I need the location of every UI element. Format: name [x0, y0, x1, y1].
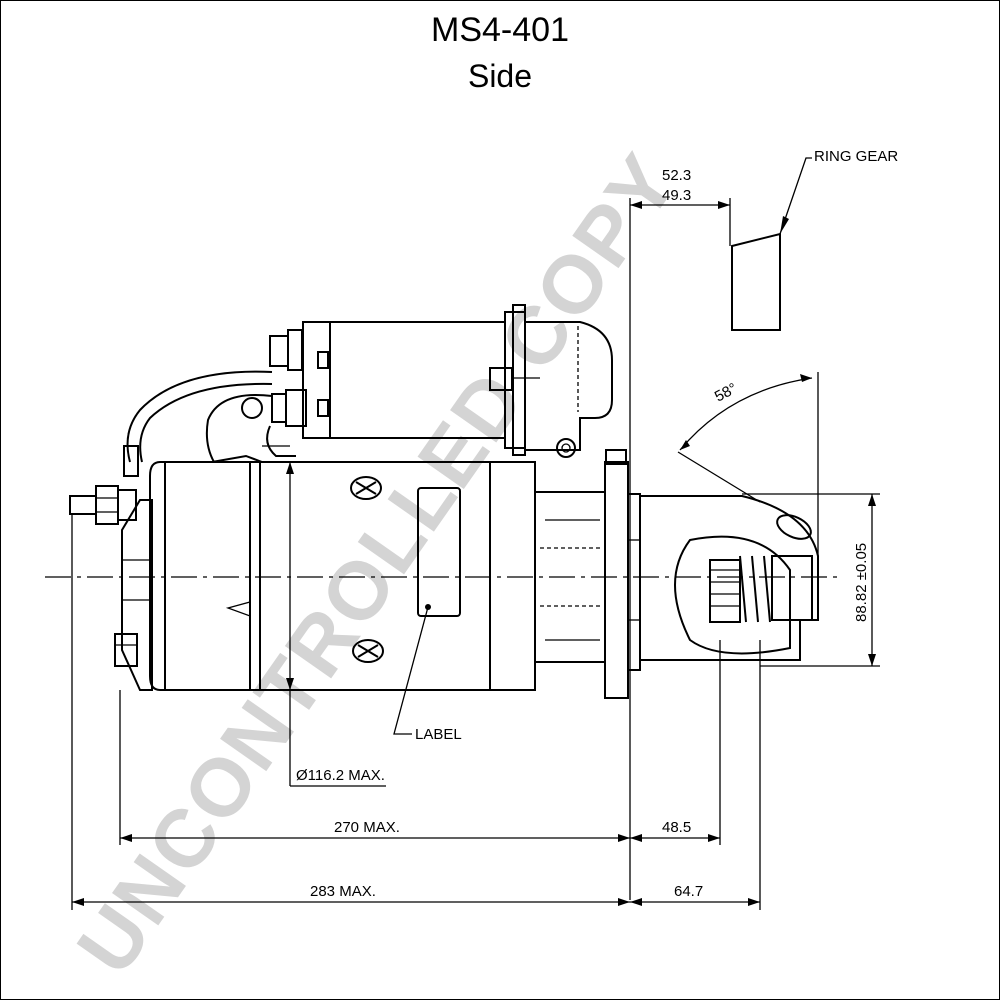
drawing-title: MS4-401: [431, 11, 569, 49]
watermark-text: UNCONTROLLED COPY: [60, 138, 695, 991]
rear-terminal-stud: [69, 485, 137, 525]
dim-48-5-text: 48.5: [662, 819, 691, 836]
dim-diameter: Ø116.2 MAX.: [286, 462, 386, 787]
motor-cable: [123, 370, 273, 477]
screw-lower: [352, 639, 384, 663]
terminal-2-marker: [241, 397, 263, 419]
drawing-subtitle: Side: [467, 58, 533, 94]
pinion-drive: [639, 495, 819, 661]
dim-52-3-text: 52.3: [662, 167, 691, 184]
dim-64-7-text: 64.7: [674, 883, 703, 900]
dim-49-3-text: 49.3: [662, 187, 691, 204]
label-leader: LABEL: [393, 606, 462, 743]
ring-gear-label: RING GEAR: [814, 148, 898, 165]
dim-52-3: 52.3 49.3: [629, 167, 731, 900]
angle-58-text: 58°: [712, 380, 740, 406]
label-callout: LABEL: [415, 726, 462, 743]
label-plate: [417, 487, 461, 617]
dim-283: 283 MAX.: [72, 883, 630, 906]
dim-diameter-text: Ø116.2 MAX.: [296, 767, 385, 784]
motor-body: [149, 461, 536, 691]
dim-64-7: 64.7: [630, 883, 760, 906]
ring-gear: RING GEAR: [731, 148, 898, 331]
screw-upper: [350, 476, 382, 500]
dim-270-text: 270 MAX.: [334, 819, 400, 836]
rear-end-bracket: [114, 499, 153, 691]
dim-88-82: 88.82 ±0.05: [742, 493, 880, 667]
drive-housing: [534, 449, 641, 699]
solenoid: [241, 304, 613, 458]
dim-48-5: 48.5: [630, 819, 720, 842]
angle-58: 58°: [677, 372, 819, 580]
dim-270: 270 MAX.: [120, 819, 630, 842]
dim-88-82-text: 88.82 ±0.05: [853, 543, 870, 622]
dim-283-text: 283 MAX.: [310, 883, 376, 900]
